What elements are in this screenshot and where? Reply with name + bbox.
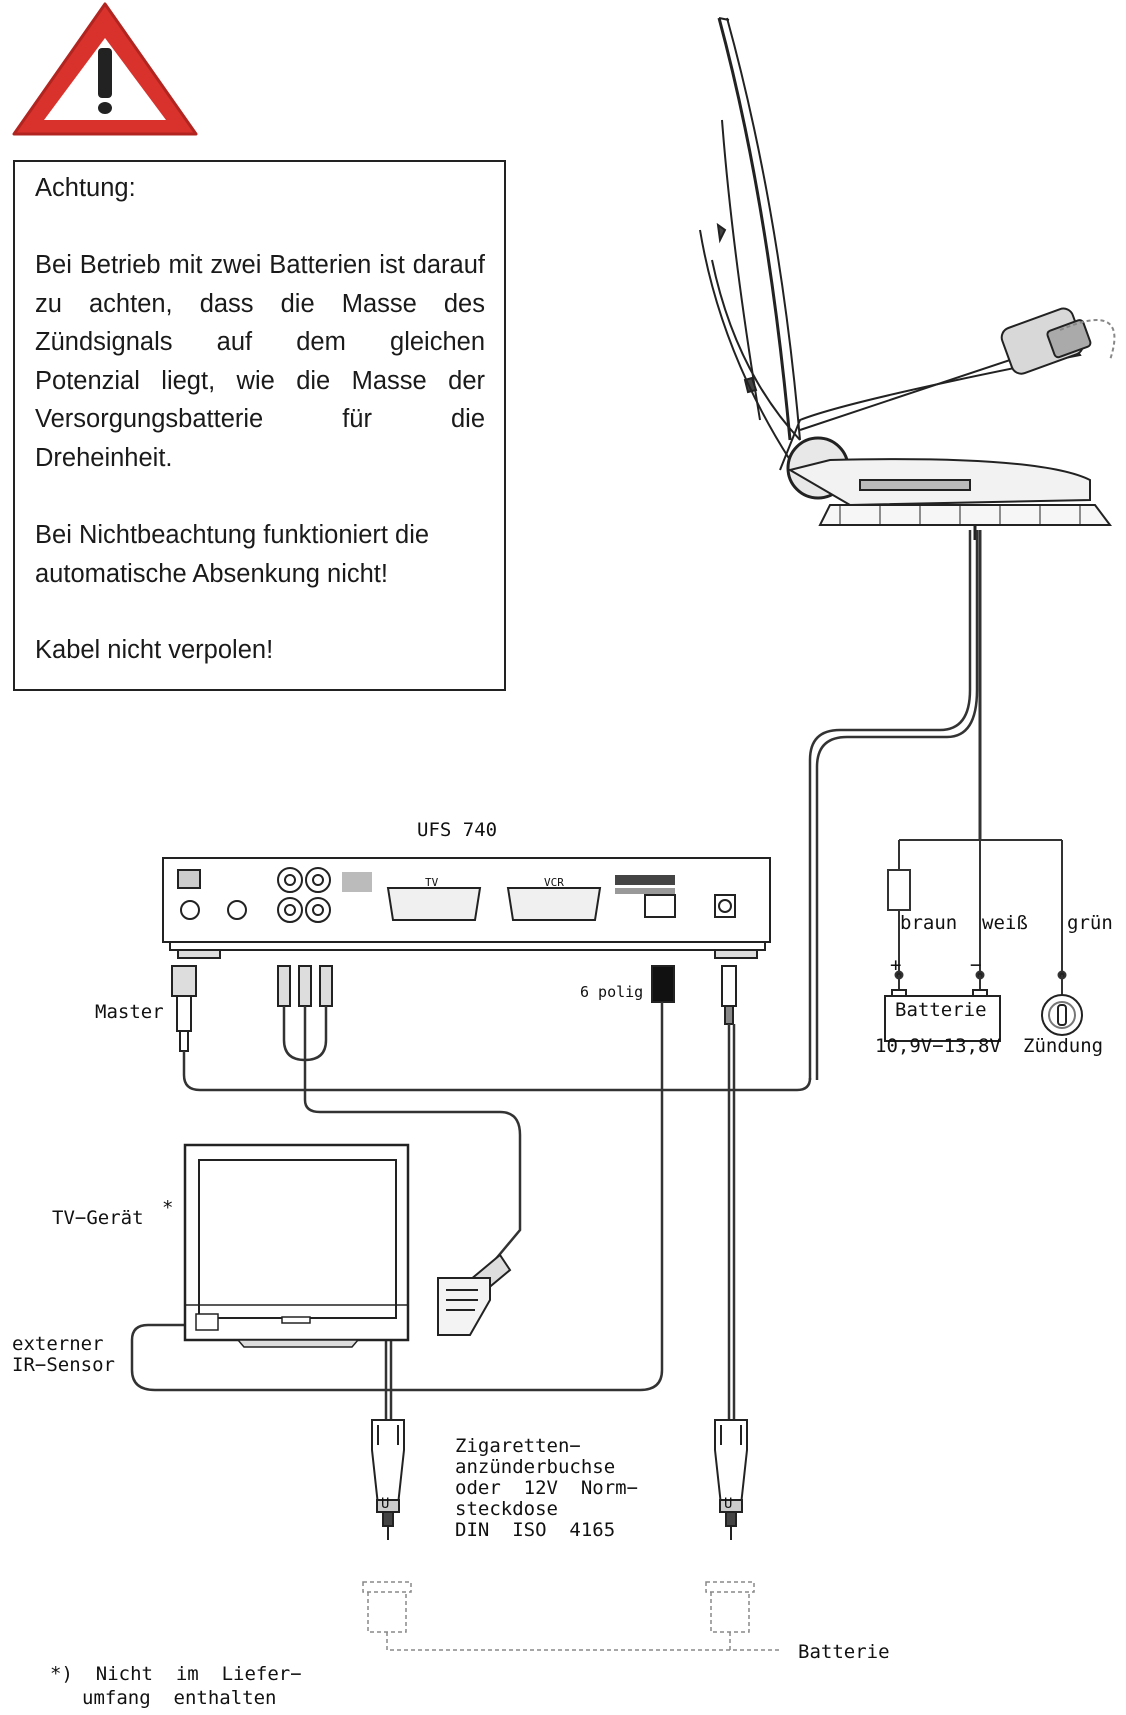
warning-paragraph-3: Kabel nicht verpolen! [35,636,274,664]
tv-label: TV−Gerät [52,1207,144,1229]
socket-label-2: anzünderbuchse [455,1456,616,1478]
tv-asterisk: * [162,1197,174,1219]
scart-vcr-label: VCR [544,876,564,889]
scart-plug [437,1253,512,1336]
wire-braun-label: braun [900,912,958,934]
antenna-cables [808,530,982,1080]
wire-weiss-label: weiß [982,912,1028,934]
socket-label-3: oder 12V Norm− [455,1477,639,1499]
socket-label-1: Zigaretten− [455,1435,581,1457]
socket-label-4: steckdose [455,1498,558,1520]
plus-sign: + [890,954,902,976]
ext-ir-label-2: IR−Sensor [12,1354,115,1376]
receiver-ufs-740 [162,857,771,959]
socket-label-5: DIN ISO 4165 [455,1519,616,1541]
wire-gruen-label: grün [1067,912,1113,934]
battery-label: Batterie [895,999,987,1021]
warning-box: Achtung: Bei Betrieb mit zwei Batterien … [13,160,506,691]
ignition-label: Zündung [1023,1035,1104,1057]
cigarette-plug-left [371,1419,405,1540]
warning-heading: Achtung: [35,174,136,202]
tv-set [183,1143,410,1348]
receiver-title: UFS 740 [417,819,498,841]
battery-symbol [884,989,1001,1042]
satellite-antenna [699,17,1116,540]
vehicle-sockets [362,1581,780,1651]
signal-cables [130,1002,812,1420]
warning-triangle-icon [12,2,198,136]
plug-u-left: U [381,1496,390,1512]
footnote-line-2: umfang enthalten [82,1687,277,1709]
cigarette-plug-right [714,1419,748,1540]
warning-paragraph-1: Bei Betrieb mit zwei Batterien ist darau… [35,251,485,472]
six-pin-label: 6 polig [580,983,644,1001]
warning-paragraph-2: Bei Nichtbeachtung funktioniert die auto… [35,521,430,588]
ext-ir-label-1: externer [12,1333,104,1355]
master-label: Master [95,1001,164,1023]
footnote-line-1: *) Nicht im Liefer− [50,1663,302,1685]
power-junction [887,839,1067,1000]
cable-plugs [171,965,737,1052]
scart-tv-label: TV [425,876,439,889]
plug-u-right: U [724,1496,733,1512]
minus-sign: − [970,954,982,976]
battery-bottom-label: Batterie [798,1641,890,1663]
voltage-label: 10,9V−13,8V [875,1035,1001,1057]
ignition-symbol [1041,994,1083,1036]
